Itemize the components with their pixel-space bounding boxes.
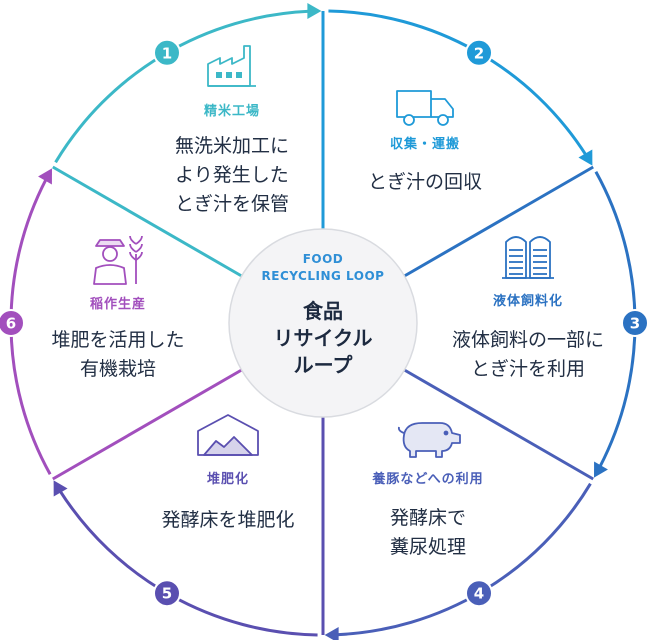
badge-number: 4 — [474, 585, 484, 603]
step-badge-4: 4 — [465, 579, 493, 608]
step-3-description: 液体飼料の一部に とぎ汁を利用 — [451, 329, 605, 380]
truck-icon — [396, 90, 454, 126]
badge-circle — [0, 309, 25, 337]
step-1-description: 無洗米加工に より発生した とぎ汁を保管 — [174, 135, 290, 215]
step-badge-3: 3 — [621, 309, 649, 337]
badge-circle — [153, 579, 181, 608]
farmer-icon — [93, 235, 143, 285]
arrowhead-6 — [38, 168, 52, 185]
divider-4 — [403, 368, 594, 481]
center-circle — [228, 228, 418, 418]
step-number-badges: 1 2 3 4 5 6 — [0, 38, 649, 608]
badge-circle — [621, 309, 649, 337]
divider-6 — [52, 368, 243, 481]
segment-dividers — [52, 11, 594, 635]
silo-icon — [502, 236, 554, 279]
arrowhead-3 — [594, 461, 608, 478]
badge-circle — [465, 38, 493, 67]
step-5-description: 発酵床を堆肥化 — [161, 509, 295, 531]
badge-number: 2 — [474, 44, 484, 62]
step-4-description: 発酵床で 糞尿処理 — [389, 507, 467, 558]
step-6-category: 稲作生産 — [89, 297, 147, 312]
center-subtitle: FOOD RECYCLING LOOP — [261, 252, 385, 283]
arrowhead-2 — [578, 149, 593, 166]
badge-circle — [153, 38, 181, 67]
arrowhead-1 — [307, 3, 322, 20]
step-badge-1: 1 — [153, 38, 181, 67]
step-badge-2: 2 — [465, 38, 493, 67]
factory-icon — [207, 45, 256, 87]
badge-number: 5 — [162, 585, 172, 603]
badge-number: 3 — [630, 315, 640, 333]
arrowhead-5 — [53, 480, 68, 497]
arrowhead-4 — [324, 626, 339, 640]
compost-barn-icon — [197, 414, 259, 456]
step-6-description: 堆肥を活用した 有機栽培 — [51, 329, 185, 380]
divider-3 — [403, 165, 594, 278]
badge-number: 6 — [6, 315, 16, 333]
step-badge-6: 6 — [0, 309, 25, 337]
pig-icon — [397, 422, 461, 458]
center-title: 食品 リサイクル ループ — [273, 299, 373, 377]
step-1-category: 精米工場 — [203, 104, 261, 119]
step-icons — [93, 45, 554, 458]
divider-1 — [52, 165, 243, 278]
badge-circle — [465, 579, 493, 608]
step-badge-5: 5 — [153, 579, 181, 608]
step-5-category: 堆肥化 — [206, 472, 250, 487]
step-4-category: 養豚などへの利用 — [372, 472, 484, 487]
step-3-category: 液体飼料化 — [492, 294, 564, 309]
step-2-description: とぎ汁の回収 — [367, 171, 483, 193]
badge-number: 1 — [162, 44, 172, 62]
step-2-category: 収集・運搬 — [389, 137, 461, 152]
